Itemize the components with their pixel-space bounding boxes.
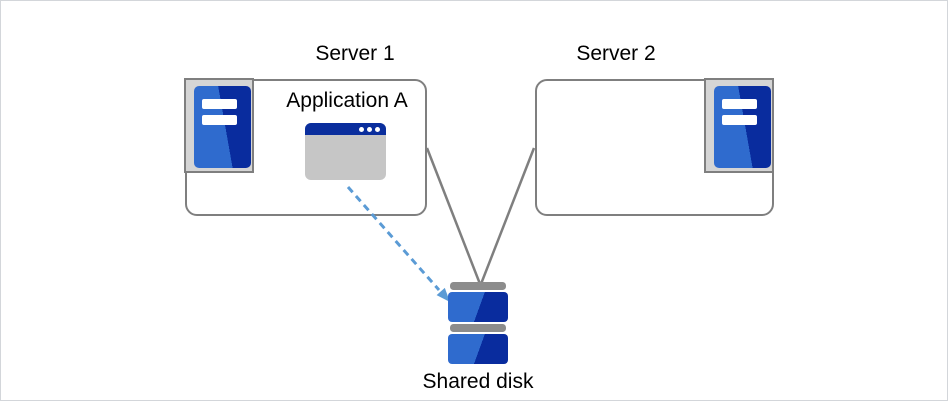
- shared-disk-icon: [448, 282, 508, 364]
- application-a-window-icon: [305, 123, 386, 180]
- server2-label: Server 2: [576, 42, 656, 65]
- drive-bay-slot: [202, 115, 237, 125]
- connector-server1-disk: [425, 147, 482, 285]
- server-tower-icon: [194, 86, 251, 168]
- drive-bay-slot: [722, 99, 757, 109]
- window-button-dot: [359, 126, 364, 132]
- shared-disk-label: Shared disk: [422, 370, 534, 393]
- server1-label: Server 1: [315, 42, 395, 65]
- server1-computer-icon: [184, 78, 254, 173]
- window-titlebar: [305, 123, 386, 135]
- connector-server2-disk: [479, 147, 536, 285]
- application-a-label: Application A: [286, 89, 408, 112]
- disk-platter-cap: [450, 282, 506, 290]
- disk-platter-cap: [450, 324, 506, 332]
- drive-bay-slot: [722, 115, 757, 125]
- disk-unit: [448, 334, 508, 364]
- disk-unit: [448, 292, 508, 322]
- drive-bay-slot: [202, 99, 237, 109]
- server2-computer-icon: [704, 78, 774, 173]
- window-button-dot: [367, 126, 372, 132]
- server-tower-icon: [714, 86, 771, 168]
- window-button-dot: [375, 126, 380, 132]
